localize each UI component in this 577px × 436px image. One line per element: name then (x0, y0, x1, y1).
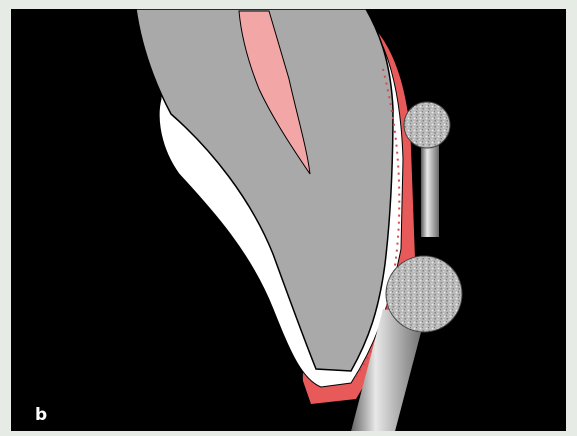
panel-label: b (35, 407, 47, 424)
figure-frame: b (11, 9, 566, 431)
tooth-preparation-illustration (11, 9, 566, 431)
